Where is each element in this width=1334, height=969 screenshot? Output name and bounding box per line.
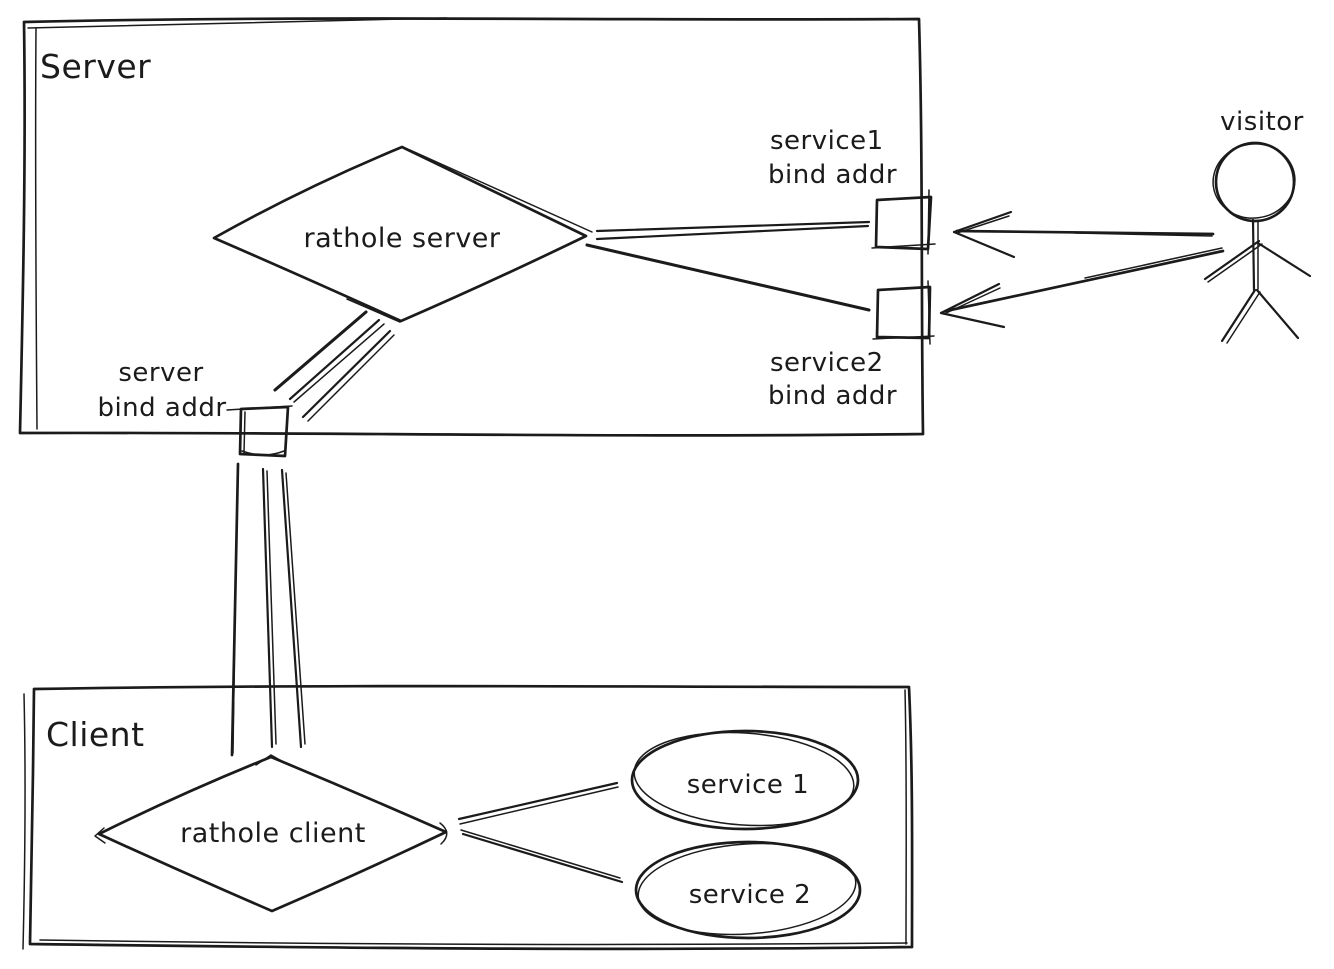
server-to-service1-line xyxy=(595,220,871,241)
server-bind-square-sketch xyxy=(243,411,246,454)
server-box-sketch-stroke xyxy=(27,17,447,29)
service1-label: service 1 xyxy=(687,770,809,800)
visitor-head-sketch xyxy=(1212,143,1296,219)
rathole-client-diamond-sketch xyxy=(255,754,288,766)
visitor-arrow-to-service2 xyxy=(939,247,1225,329)
service1-ellipse xyxy=(630,729,860,831)
connector-line xyxy=(595,224,870,241)
service1-bind-label-line1: service1 xyxy=(770,126,884,156)
service1-node: service 1 xyxy=(630,729,860,831)
service1-bind-label-line2: bind addr xyxy=(768,160,897,190)
connector-line xyxy=(461,832,624,884)
service2-node: service 2 xyxy=(634,840,862,940)
service1-bind-endpoint: service1 bind addr xyxy=(768,126,936,255)
server-box-outline xyxy=(18,17,925,437)
server-box-title: Server xyxy=(40,47,151,86)
visitor-left-leg-sketch xyxy=(1226,291,1261,344)
connector-line xyxy=(595,220,871,233)
client-box: Client xyxy=(22,684,914,951)
connector-line xyxy=(457,781,619,821)
service2-bind-endpoint: service2 bind addr xyxy=(768,280,935,411)
arrowhead-barb xyxy=(952,230,1016,259)
tunnel-line xyxy=(273,310,368,392)
server-bind-square xyxy=(238,405,290,458)
tunnel-line-sketch xyxy=(232,609,236,754)
tunnel-line-sketch xyxy=(307,334,395,422)
tunnel-lines-server-side xyxy=(273,310,395,422)
tunnel-line-sketch xyxy=(285,472,306,745)
client-box-title: Client xyxy=(46,715,145,754)
service2-bind-label-line2: bind addr xyxy=(768,381,897,411)
visitor-head xyxy=(1214,141,1296,223)
rathole-client-diamond: rathole client xyxy=(94,754,448,913)
visitor-label: visitor xyxy=(1220,107,1304,137)
arrowhead-barb-sketch xyxy=(943,287,1001,315)
rathole-server-diamond: rathole server xyxy=(212,145,593,323)
arrowhead-barb xyxy=(939,282,1001,315)
service2-bind-label-line1: service2 xyxy=(770,348,884,378)
service2-bind-square xyxy=(875,285,932,340)
service1-bind-square-sketch xyxy=(927,189,930,255)
service2-label: service 2 xyxy=(689,880,811,910)
server-box-sketch-stroke xyxy=(34,27,38,430)
visitor-figure: visitor xyxy=(1203,107,1312,344)
visitor-right-leg xyxy=(1255,288,1300,340)
visitor-body xyxy=(1251,218,1256,292)
tunnel-line-sketch xyxy=(266,470,277,745)
arrow-shaft xyxy=(944,249,1225,313)
server-bind-square-sketch xyxy=(226,405,293,411)
service2-ellipse xyxy=(634,840,862,940)
client-box-outline xyxy=(28,684,914,951)
visitor-arrow-to-service1 xyxy=(952,210,1215,259)
tunnel-line xyxy=(261,467,274,749)
tunnel-line xyxy=(280,468,303,749)
server-bind-square-sketch xyxy=(241,450,285,456)
rathole-client-label: rathole client xyxy=(180,818,366,849)
tunnel-line xyxy=(288,318,381,401)
rathole-server-label: rathole server xyxy=(303,223,500,254)
rathole-server-diamond-sketch-stroke xyxy=(346,298,401,323)
service2-bind-square-sketch xyxy=(872,335,935,340)
client-to-service2-line xyxy=(460,829,624,884)
rathole-client-diamond-sketch xyxy=(439,822,448,845)
arrow-shaft-sketch xyxy=(1084,247,1223,279)
visitor-left-arm xyxy=(1203,239,1261,281)
server-bind-label-line1: server xyxy=(118,358,203,388)
client-box-sketch-stroke xyxy=(39,939,908,946)
visitor-left-leg xyxy=(1220,288,1257,343)
visitor-left-arm-sketch xyxy=(1207,243,1263,283)
visitor-right-arm xyxy=(1256,241,1312,278)
tunnel-line xyxy=(301,329,392,419)
arrowhead-barb xyxy=(952,210,1013,234)
rathole-client-diamond-sketch xyxy=(94,827,106,844)
server-to-service2-line xyxy=(585,243,871,312)
arrow-shaft-sketch xyxy=(1074,232,1213,237)
service2-bind-square-sketch xyxy=(927,280,931,345)
server-box: Server xyxy=(18,17,925,437)
rathole-server-diamond-sketch-stroke xyxy=(409,149,593,233)
service1-bind-square-sketch xyxy=(871,243,936,249)
connector-line xyxy=(585,243,871,312)
arrowhead-barb-sketch xyxy=(956,215,1010,234)
rathole-server-diamond-outline xyxy=(212,145,588,323)
connector-line-sketch xyxy=(459,786,619,825)
service2-ellipse-sketch xyxy=(637,842,857,936)
arrowhead-barb xyxy=(939,311,1006,329)
tunnel-lines-client-side xyxy=(230,462,306,757)
client-box-sketch-stroke xyxy=(904,689,907,945)
client-to-service1-line xyxy=(457,781,619,825)
server-bind-endpoint: server bind addr xyxy=(97,358,293,458)
tunnel-line-sketch xyxy=(293,323,385,403)
service1-ellipse-sketch xyxy=(633,731,855,827)
connector-line-sketch xyxy=(460,829,621,879)
rathole-client-diamond-sketch xyxy=(226,890,270,911)
client-box-sketch-stroke xyxy=(22,693,26,950)
server-bind-label-line2: bind addr xyxy=(97,393,226,423)
